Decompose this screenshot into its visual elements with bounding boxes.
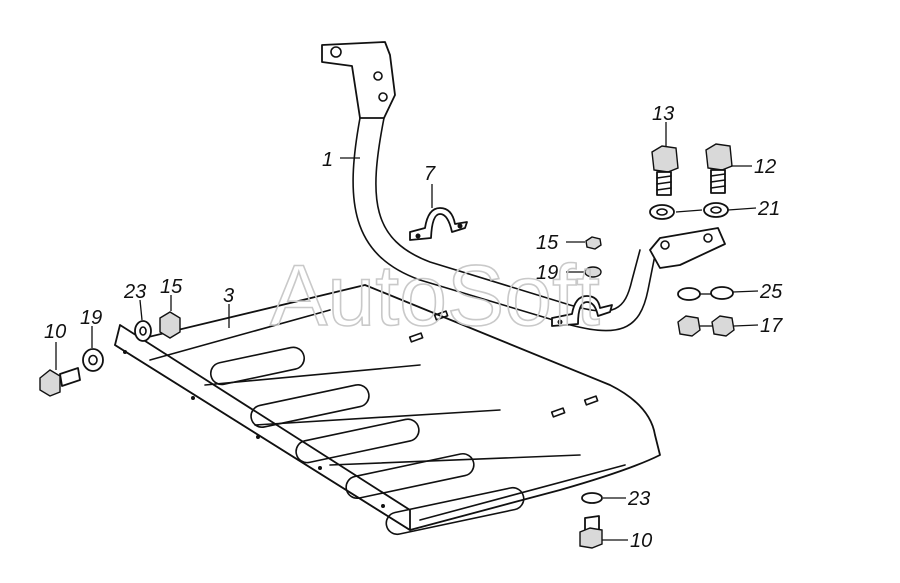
callout-10-bottom: 10 [630,530,652,552]
nut-17-left [677,315,701,337]
clamp-lower [551,295,613,327]
bolt-12 [705,143,733,194]
washer-23-left-hole [139,326,147,336]
callout-10-left: 10 [44,321,66,343]
washer-19-left [82,348,104,372]
bolt-13 [651,145,679,196]
callout-12: 12 [754,156,776,178]
washer-21-left-hole [656,208,668,216]
washer-21-right-hole [710,206,722,214]
callout-19-left: 19 [80,307,102,329]
nut-17-right [711,315,735,337]
support-bracket [321,41,726,332]
callout-19-upper: 19 [536,262,558,284]
callout-15-upper: 15 [536,232,559,254]
watermark-text: AutoSoft [270,248,600,344]
callout-15-left: 15 [160,276,183,298]
washer-19-left-hole [88,354,98,366]
callout-7: 7 [424,163,436,185]
callout-21: 21 [757,198,780,220]
callout-25: 25 [759,281,783,303]
bolt-10-bottom [579,515,603,549]
callout-17: 17 [760,315,783,337]
skid-plate [114,284,661,536]
callout-3: 3 [223,285,234,307]
washer-23-left [134,320,152,342]
leader-lines [55,122,759,541]
callout-labels: 1 7 13 12 21 15 19 25 17 23 15 3 10 19 2… [44,103,783,552]
clamp-part-7 [409,207,468,241]
washer-23-bottom [581,492,603,504]
nut-15-upper [585,236,602,250]
bolt-10-left [39,367,81,397]
callout-23-bottom: 23 [627,488,650,510]
callout-1: 1 [322,149,333,171]
washer-21-right [703,202,729,218]
lock-washer-25-left [677,287,701,301]
nut-15-left [159,311,181,339]
washer-21-left [649,204,675,220]
callout-13: 13 [652,103,674,125]
lock-washer-25-right [710,286,734,300]
callout-23-left: 23 [123,281,146,303]
